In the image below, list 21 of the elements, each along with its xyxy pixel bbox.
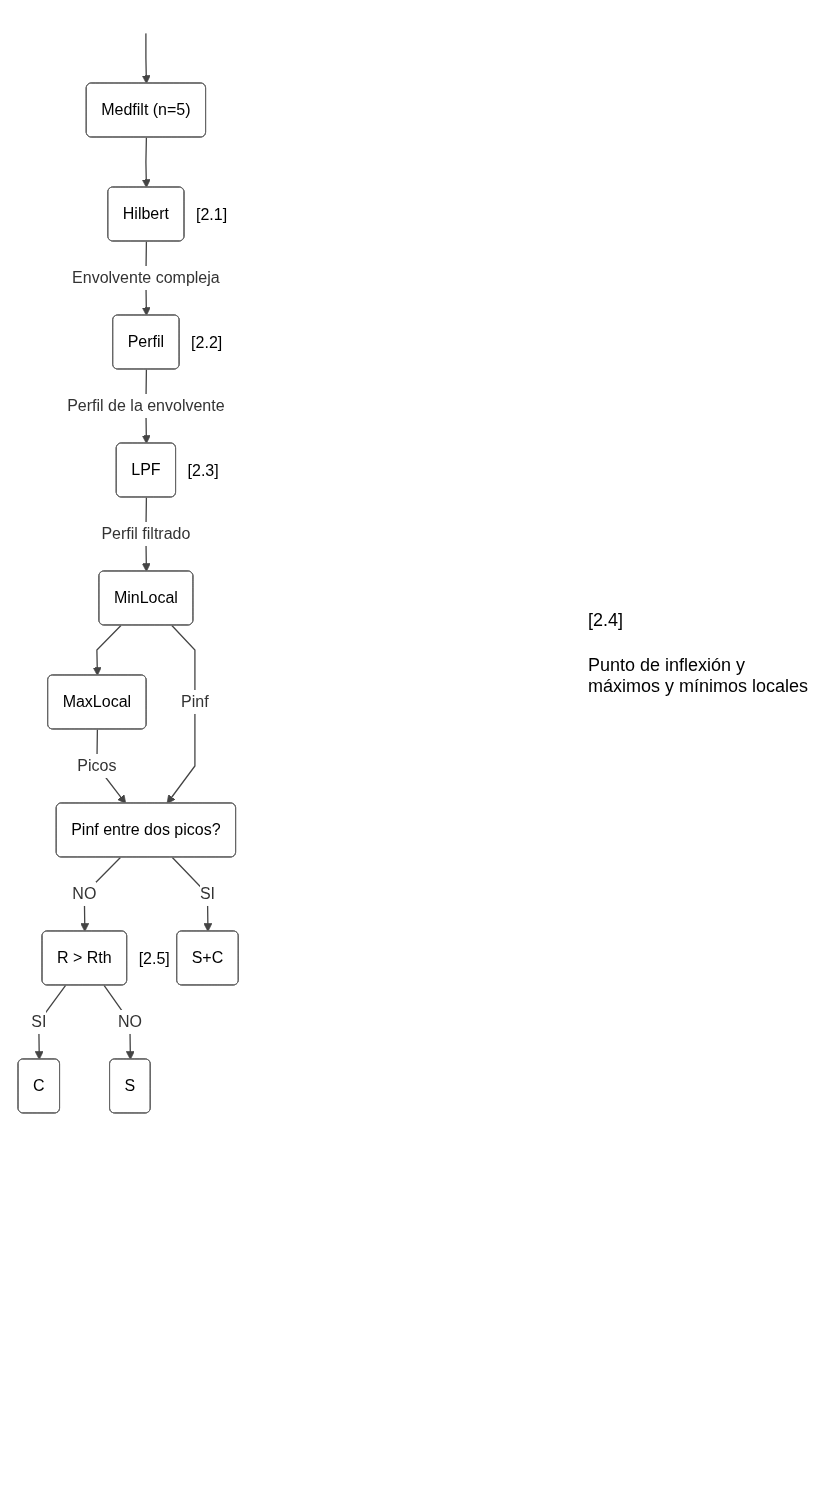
arrow: [141, 136, 151, 188]
edge-label: Perfil filtrado: [101, 524, 191, 542]
arrow: [141, 32, 151, 84]
reference-number: [2.1]: [196, 206, 228, 223]
edge-label: NO: [72, 884, 97, 902]
edge-label: Envolvente compleja: [72, 268, 220, 286]
edge-label: Picos: [77, 756, 117, 774]
reference-number: [2.5]: [138, 949, 170, 967]
arrow: [103, 984, 135, 1060]
note-text: Punto de inflexión y máximos y mínimos locales: [588, 655, 810, 697]
edge-label: SI: [199, 884, 216, 902]
arrow: [171, 856, 213, 932]
arrow: [92, 624, 122, 676]
edge-label: Perfil de la envolvente: [67, 396, 225, 414]
edge-label: SI: [31, 1012, 47, 1030]
reference-number: [2.3]: [187, 461, 219, 479]
edge-label: Pinf: [181, 692, 209, 710]
arrow: [80, 856, 122, 932]
edge-label: NO: [117, 1012, 142, 1030]
reference-number: [2.2]: [191, 334, 223, 351]
note-text: [2.4]: [588, 610, 625, 631]
